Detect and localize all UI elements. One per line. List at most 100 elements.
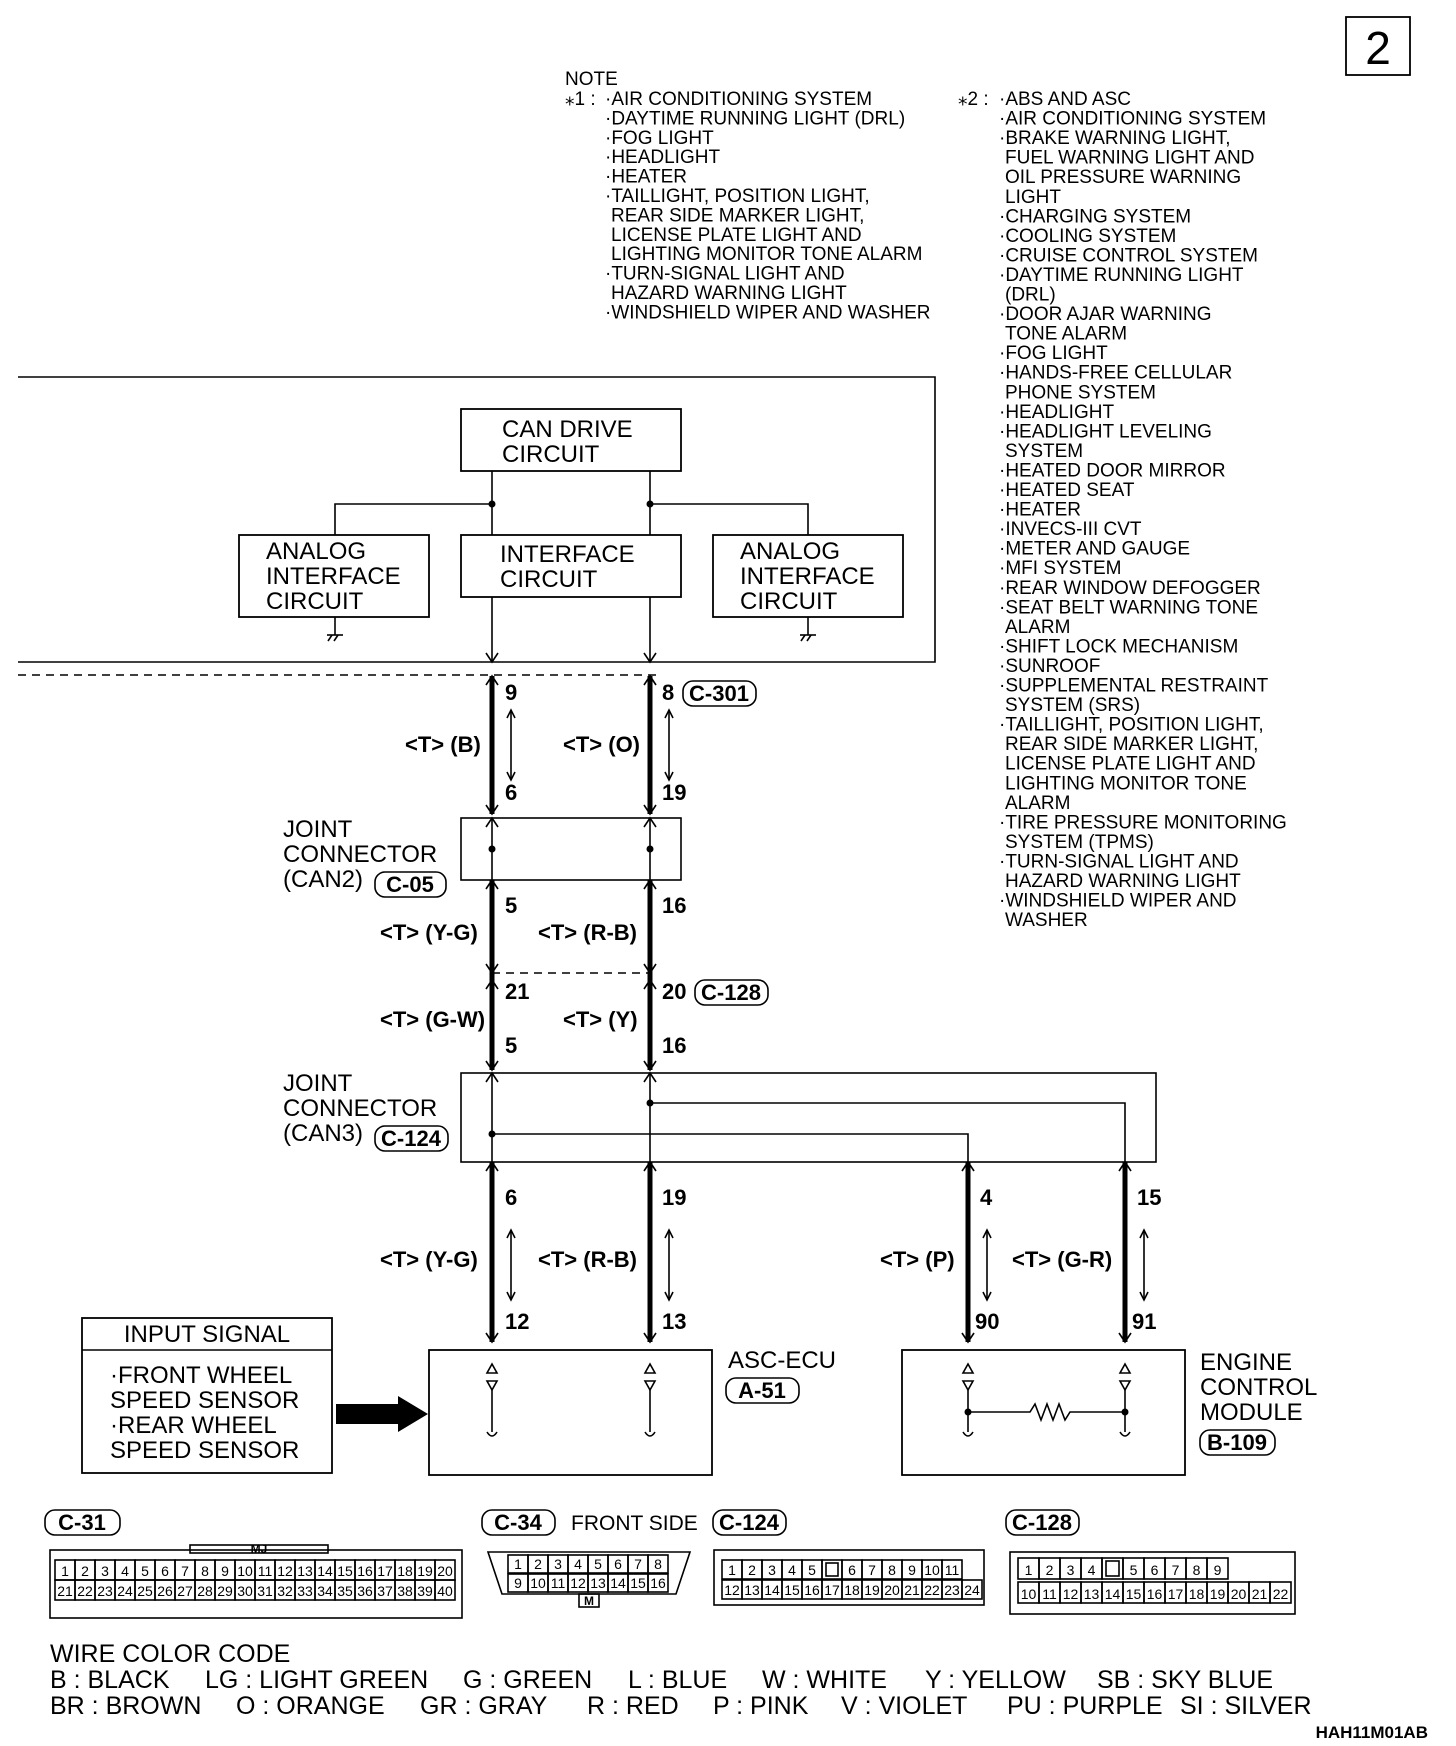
connector-pin-number: 7 [1172,1562,1180,1578]
note-star1-item: ·HEATER [605,167,687,188]
analog-left-l2: INTERFACE [266,563,401,590]
note-header: NOTE [565,69,618,90]
note-star1-item: ·AIR CONDITIONING SYSTEM [605,89,872,110]
connector-pin-cell [961,1579,983,1600]
connector-id-box [44,1509,121,1536]
connector-pin-number: 32 [277,1583,293,1599]
wire-label-y: <T> (Y) [563,1007,638,1032]
pin-13: 13 [662,1309,686,1334]
c34-mark: M [584,1594,594,1608]
branch-line [650,503,809,535]
note-star2-mark: ⁎2 : [958,89,989,110]
connector-pin-number: 20 [1231,1586,1247,1602]
wire-color-entry: LG : LIGHT GREEN [205,1666,428,1694]
note-star2-item: SYSTEM (TPMS) [1005,832,1154,853]
joint-connector-can2-box [460,817,682,881]
connector-b109: B-109 [1207,1430,1267,1455]
connector-pin-number: 4 [121,1563,129,1579]
note-star2-item: ·CHARGING SYSTEM [999,206,1191,227]
wire-color-entry: P : PINK [713,1692,809,1720]
chevron-down-icon [643,804,657,816]
connector-pin-number: 11 [258,1563,273,1579]
chevron-up-icon [485,674,499,686]
connector-pin-number: 17 [377,1563,393,1579]
page-number: 2 [1365,22,1391,74]
note-star2-item: SYSTEM [1005,441,1083,462]
connector-pin-number: 13 [744,1582,760,1598]
junction-dot [1121,1408,1129,1416]
analog-interface-left-box [238,534,430,618]
connector-pin-number: 38 [397,1583,413,1599]
branch-line [334,503,492,535]
connector-pin-number: 20 [437,1563,453,1579]
terminal-tail-icon [486,1431,498,1437]
pin-16: 16 [662,893,686,918]
wire-label-gw: <T> (G-W) [380,1007,485,1032]
connector-pin-number: 25 [137,1583,153,1599]
wire-color-entry: BR : BROWN [50,1692,201,1720]
terminal-tail-icon [1119,1431,1131,1437]
connector-pin-number: 5 [1130,1562,1138,1578]
connector-pin-number: 1 [1025,1562,1033,1578]
analog-left-l3: CIRCUIT [266,588,364,615]
can-drive-l2: CIRCUIT [502,441,600,468]
wire-color-entry: V : VIOLET [841,1692,967,1720]
wire-color-entry: SB : SKY BLUE [1097,1666,1273,1694]
connector-pin-number: 22 [77,1583,93,1599]
pin-20: 20 [662,979,686,1004]
note-star2-item: ·FOG LIGHT [999,343,1108,364]
note-star1-item: ·WINDSHIELD WIPER AND WASHER [605,302,931,323]
analog-interface-right-box [712,534,904,618]
wire-color-entry: L : BLUE [628,1666,727,1694]
pin-5b: 5 [505,1033,517,1058]
connector-pin-number: 23 [944,1582,960,1598]
connector-pin-number: 5 [594,1556,602,1572]
connector-pin-cell [647,1573,669,1593]
connector-pin-number: 15 [630,1575,646,1591]
asc-ecu-box [428,1349,713,1476]
connector-pin-number: 24 [964,1582,980,1598]
connector-pin-number: 39 [417,1583,433,1599]
connector-pin-number: 3 [554,1556,562,1572]
connector-id-box [712,1509,787,1536]
c124-face [713,1549,985,1606]
note-star2-item: ·HEATER [999,500,1081,521]
note-star2-item: ·HEATED SEAT [999,480,1135,501]
arrow-head-icon [664,708,674,719]
note-star1-item: LICENSE PLATE LIGHT AND [611,225,862,246]
connector-key-icon [1105,1560,1120,1577]
note-star2-item: ·TAILLIGHT, POSITION LIGHT, [999,715,1264,736]
connector-pin-number: 5 [808,1562,816,1578]
pin-9: 9 [505,680,517,705]
wire-label-yg: <T> (Y-G) [380,920,478,945]
connector-pin-number: 13 [590,1575,606,1591]
note-star2-item: SYSTEM (SRS) [1005,695,1140,716]
connector-pin-number: 14 [610,1575,626,1591]
connector-pin-number: 17 [1168,1586,1184,1602]
connector-pin-number: 19 [1210,1586,1226,1602]
note-star1-item: LIGHTING MONITOR TONE ALARM [611,244,922,265]
note-star1-item: ·DAYTIME RUNNING LIGHT (DRL) [605,108,905,129]
connector-pin-number: 12 [1063,1586,1079,1602]
connector-pin-number: 13 [1084,1586,1100,1602]
c34-front-side: FRONT SIDE [571,1512,698,1535]
arrow-head-icon [506,771,516,782]
signal-input-arrow-icon [336,1396,428,1432]
connector-pin-number: 15 [1126,1586,1142,1602]
connector-pin-number: 8 [888,1562,896,1578]
connector-c301: C-301 [689,681,749,706]
analog-right-l3: CIRCUIT [740,588,838,615]
pin-15: 15 [1137,1185,1161,1210]
wire-label-yg2: <T> (Y-G) [380,1247,478,1272]
interface-l2: CIRCUIT [500,566,598,593]
input-signal-l2: SPEED SENSOR [110,1387,299,1414]
note-star2-item: WASHER [1005,910,1088,931]
arrow-head-icon [506,1291,516,1302]
chevron-down-icon [485,652,499,664]
ecm-l2: CONTROL [1200,1374,1317,1401]
connector-pin-number: 10 [924,1562,940,1578]
input-signal-l4: SPEED SENSOR [110,1437,299,1464]
chevron-up-icon [643,674,657,686]
input-signal-l1: ·FRONT WHEEL [110,1362,292,1389]
